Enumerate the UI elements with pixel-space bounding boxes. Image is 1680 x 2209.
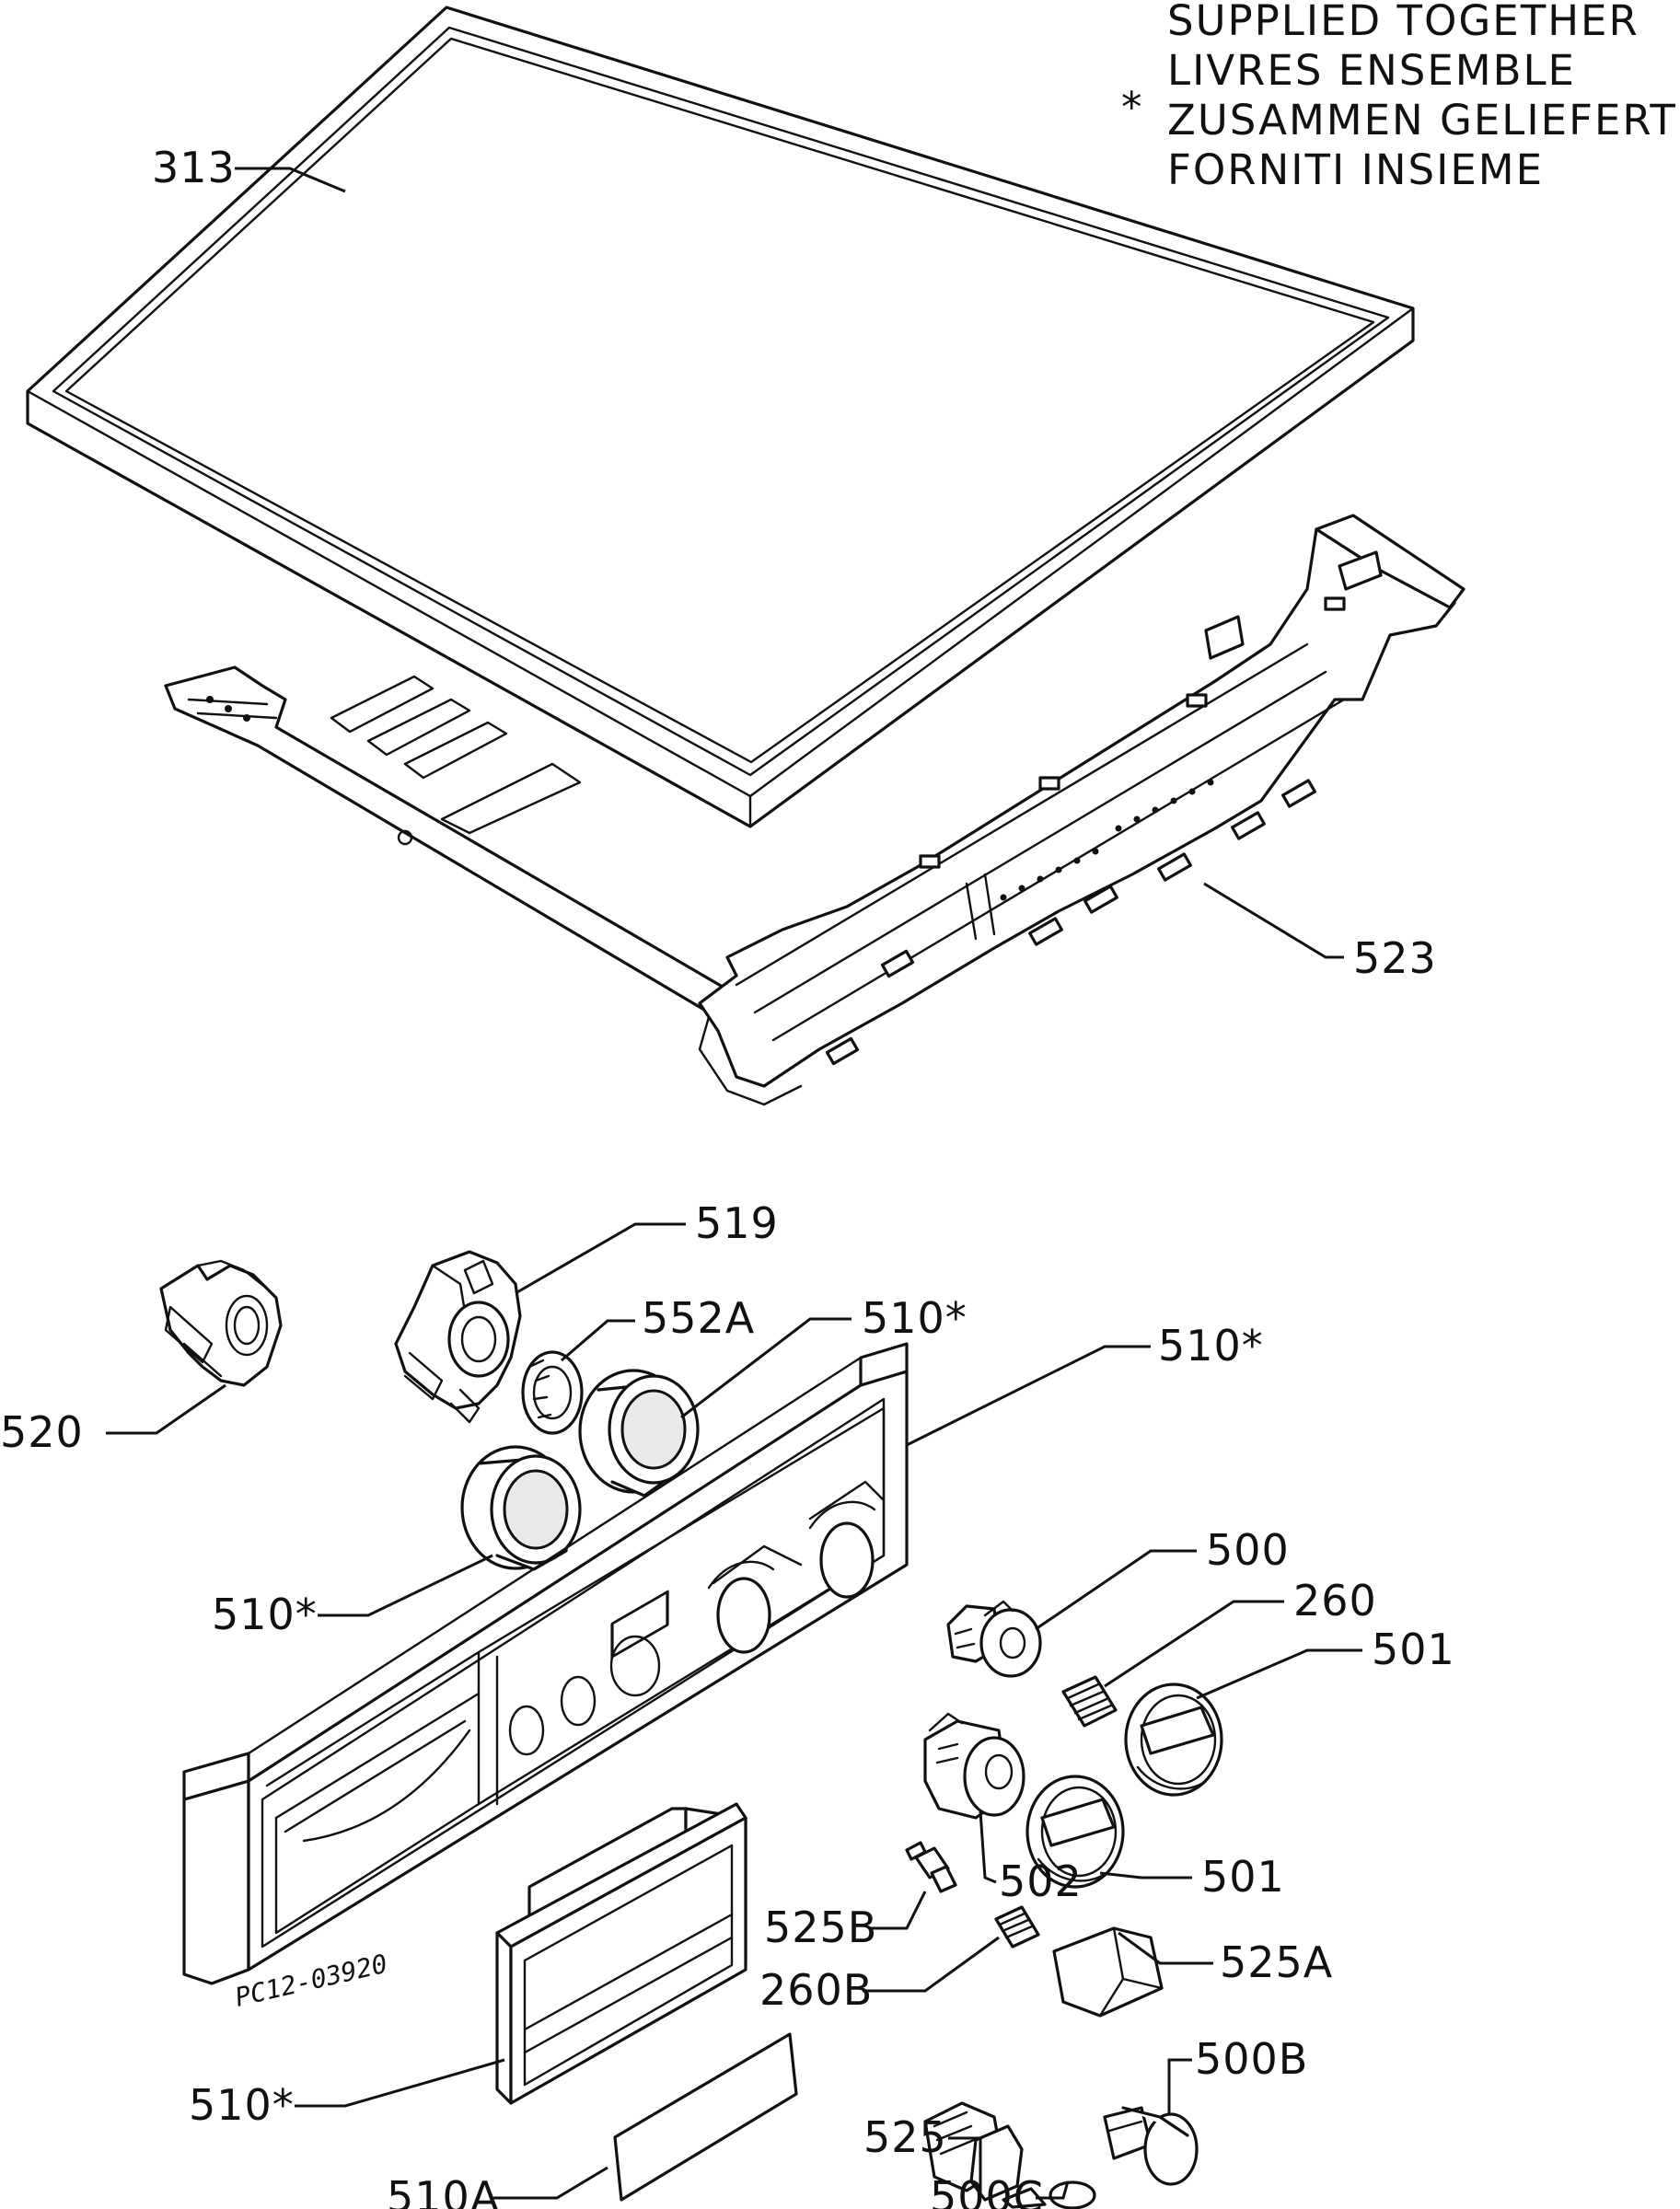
part-501-knob-lower xyxy=(1025,1775,1125,1889)
part-520-clip xyxy=(159,1259,283,1387)
part-500b-plug xyxy=(1103,2106,1199,2186)
part-510-control-panel: PC12-03920 xyxy=(182,1342,909,2013)
label-313: 313 xyxy=(152,143,236,192)
part-523-top-frame xyxy=(164,514,1466,1106)
note-line-4: FORNITI INSIEME xyxy=(1167,145,1544,194)
label-510-top: 510* xyxy=(862,1293,967,1343)
callout-500: 500 xyxy=(1035,1525,1290,1631)
callout-510-top: 510* xyxy=(680,1293,967,1419)
label-519: 519 xyxy=(695,1198,779,1248)
supplied-together-note: SUPPLIED TOGETHER LIVRES ENSEMBLE ZUSAMM… xyxy=(1121,0,1677,194)
part-260b-spring xyxy=(994,1905,1040,1949)
part-501-knob-upper xyxy=(1124,1683,1223,1797)
callout-313: 313 xyxy=(152,143,346,193)
note-line-3: ZUSAMMEN GELIEFERT xyxy=(1167,96,1677,145)
part-500-shaft xyxy=(946,1600,1042,1678)
label-502: 502 xyxy=(999,1856,1083,1906)
callout-523: 523 xyxy=(1203,882,1437,983)
label-510-bottom: 510* xyxy=(189,2080,295,2130)
label-510a: 510A xyxy=(387,2172,500,2209)
part-500c-plug xyxy=(1002,2180,1096,2209)
part-502-selector xyxy=(923,1712,1025,1820)
part-525a-button xyxy=(1052,1926,1164,2018)
label-510-left: 510* xyxy=(212,1590,318,1639)
part-510-knob-lower xyxy=(460,1445,582,1571)
label-525b: 525B xyxy=(764,1903,877,1952)
callout-500b: 500B xyxy=(1167,2034,1308,2115)
callout-260b: 260B xyxy=(759,1936,1000,2015)
part-313-lid xyxy=(26,6,1415,828)
callout-525b: 525B xyxy=(764,1891,927,1952)
callout-510a: 510A xyxy=(387,2166,608,2209)
callout-525: 525 xyxy=(863,2112,982,2195)
label-552a: 552A xyxy=(642,1293,755,1343)
label-260b: 260B xyxy=(759,1965,873,2015)
part-552a-ring xyxy=(521,1350,584,1435)
callout-501-top: 501 xyxy=(1196,1625,1455,1700)
callout-510-left: 510* xyxy=(212,1554,493,1639)
part-519-holder xyxy=(394,1250,522,1424)
note-line-1: SUPPLIED TOGETHER xyxy=(1167,0,1639,45)
callout-501-bottom: 501 xyxy=(1099,1852,1285,1902)
label-525a: 525A xyxy=(1220,1937,1333,1987)
callout-552a: 552A xyxy=(561,1293,755,1362)
label-520: 520 xyxy=(0,1407,84,1457)
label-523: 523 xyxy=(1353,933,1437,983)
label-501-bottom: 501 xyxy=(1201,1852,1285,1902)
part-510a-label-strip xyxy=(613,2032,798,2202)
note-line-2: LIVRES ENSEMBLE xyxy=(1167,46,1576,95)
label-260: 260 xyxy=(1293,1576,1377,1625)
label-500b: 500B xyxy=(1195,2034,1308,2084)
label-510-panel: 510* xyxy=(1158,1321,1264,1371)
callout-525a: 525A xyxy=(1118,1931,1333,1987)
callout-502: 502 xyxy=(979,1810,1083,1906)
part-260-spring xyxy=(1061,1675,1118,1728)
rail-slots xyxy=(825,596,1346,1066)
asterisk-symbol: * xyxy=(1121,83,1144,132)
callout-510-bottom: 510* xyxy=(189,2058,505,2130)
label-500: 500 xyxy=(1206,1525,1290,1575)
callout-500c: 500C xyxy=(930,2172,1070,2209)
callout-519: 519 xyxy=(515,1198,779,1295)
callout-510-panel: 510* xyxy=(906,1321,1264,1447)
callout-260: 260 xyxy=(1104,1576,1377,1688)
part-525b-pin xyxy=(905,1841,957,1893)
callout-520: 520 xyxy=(0,1383,226,1457)
part-510-drawer xyxy=(495,1802,747,2105)
label-501-top: 501 xyxy=(1372,1625,1455,1674)
part-525-button xyxy=(923,2101,1024,2202)
label-525: 525 xyxy=(863,2112,947,2162)
label-500c: 500C xyxy=(930,2172,1044,2209)
part-510-knob-upper xyxy=(578,1369,700,1498)
